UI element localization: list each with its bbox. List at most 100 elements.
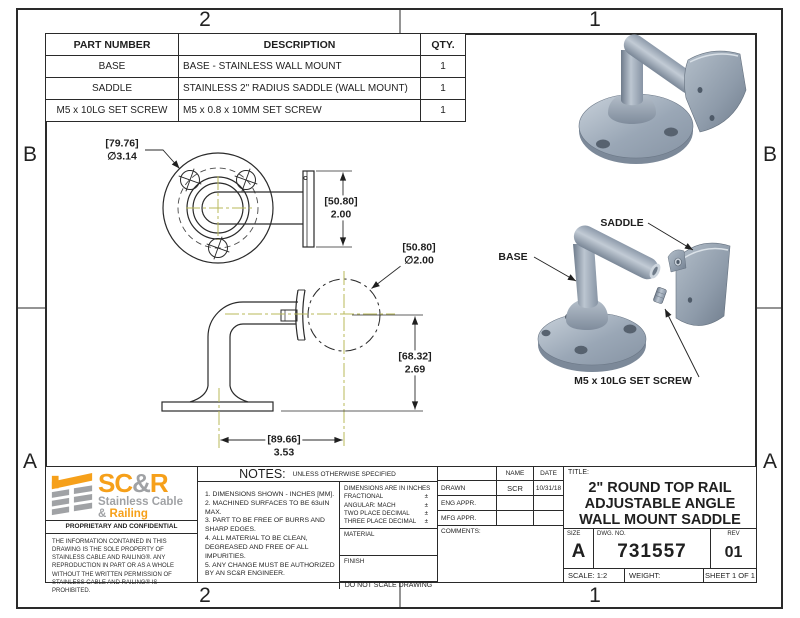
rev-cell: REV 01 bbox=[711, 529, 756, 568]
dim-flange-diameter: [79.76] ∅3.14 bbox=[103, 137, 141, 163]
approval-date bbox=[534, 496, 563, 510]
name-column-header: NAME bbox=[497, 467, 534, 480]
approval-row-mfg: MFG APPR. bbox=[438, 511, 563, 526]
dim-rail-center-offset: [89.66] 3.53 bbox=[265, 433, 303, 459]
approval-row-eng: ENG APPR. bbox=[438, 496, 563, 511]
note-item: 5. ANY CHANGE MUST BE AUTHORIZED BY AN S… bbox=[205, 561, 335, 578]
zone-bottom-right: 1 bbox=[589, 584, 601, 607]
tolerance-row: FRACTIONAL± bbox=[344, 493, 434, 501]
brand-amp: & bbox=[132, 468, 151, 498]
description-cell: M5 x 0.8 x 10MM SET SCREW bbox=[178, 99, 421, 122]
dim-mm-value: [50.80] bbox=[324, 195, 358, 208]
approval-name bbox=[497, 511, 534, 525]
finish-field: FINISH bbox=[340, 555, 437, 581]
table-row: SADDLE STAINLESS 2" RADIUS SADDLE (WALL … bbox=[45, 77, 466, 100]
dim-mm-value: [68.32] bbox=[398, 350, 432, 363]
rev-value: 01 bbox=[724, 544, 743, 561]
dwg-no-value: 731557 bbox=[617, 541, 687, 562]
approval-date: 10/31/18 bbox=[535, 484, 562, 492]
company-logo: SC&R Stainless Cable & Railing bbox=[46, 467, 197, 520]
notes-subtitle: UNLESS OTHERWISE SPECIFIED bbox=[292, 470, 396, 478]
notes-title: NOTES: bbox=[239, 467, 286, 481]
dim-mm-value: [79.76] bbox=[105, 137, 139, 150]
zone-left-top: B bbox=[22, 143, 38, 166]
dim-saddle-plate-height: [50.80] 2.00 bbox=[322, 195, 360, 221]
title-block: TITLE: 2" ROUND TOP RAIL ADJUSTABLE ANGL… bbox=[563, 466, 757, 583]
col-header-part-number: PART NUMBER bbox=[45, 33, 179, 56]
iso-exploded-view bbox=[533, 222, 731, 378]
front-view bbox=[145, 149, 352, 264]
description-cell: STAINLESS 2" RADIUS SADDLE (WALL MOUNT) bbox=[178, 77, 421, 100]
title-line: WALL MOUNT SADDLE bbox=[579, 512, 741, 528]
weight-field: WEIGHT: bbox=[625, 569, 704, 582]
note-item: 3. PART TO BE FREE OF BURRS AND SHARP ED… bbox=[205, 517, 325, 534]
part-number-cell: M5 x 10LG SET SCREW bbox=[45, 99, 179, 122]
dwg-no-cell: DWG. NO. 731557 bbox=[594, 529, 711, 569]
note-item: 4. ALL MATERIAL TO BE CLEAN, DEGREASED A… bbox=[205, 535, 309, 560]
tolerance-row: TWO PLACE DECIMAL± bbox=[344, 510, 434, 518]
brand-name: SC&R bbox=[98, 470, 183, 496]
col-header-qty: QTY. bbox=[420, 33, 466, 56]
brand-subtitle-1: Stainless Cable bbox=[98, 496, 184, 508]
title-line: ADJUSTABLE ANGLE bbox=[584, 496, 736, 512]
title-line: 2" ROUND TOP RAIL bbox=[588, 480, 732, 496]
tolerance-row: THREE PLACE DECIMAL± bbox=[344, 518, 434, 526]
table-row: M5 x 10LG SET SCREW M5 x 0.8 x 10MM SET … bbox=[45, 99, 466, 122]
description-cell: BASE - STAINLESS WALL MOUNT bbox=[178, 55, 421, 78]
dwg-no-label: DWG. NO. bbox=[597, 531, 626, 537]
do-not-scale-note: DO NOT SCALE DRAWING bbox=[340, 581, 437, 589]
tolerance-label: ANGULAR: MACH bbox=[344, 501, 396, 509]
subtitle-amp: & bbox=[98, 508, 107, 521]
tolerance-row: ANGULAR: MACH ± bbox=[344, 502, 434, 510]
parts-table-header-row: PART NUMBER DESCRIPTION QTY. bbox=[45, 33, 466, 56]
comments-field: COMMENTS: bbox=[441, 528, 481, 535]
part-number-cell: SADDLE bbox=[45, 77, 179, 100]
zone-bottom-left: 2 bbox=[199, 584, 211, 607]
railing-logo-icon bbox=[51, 473, 93, 516]
company-block: SC&R Stainless Cable & Railing PROPRIETA… bbox=[45, 466, 198, 594]
date-column-header: DATE bbox=[540, 470, 557, 477]
callout-set-screw: M5 x 10LG SET SCREW bbox=[573, 375, 693, 387]
part-number-cell: BASE bbox=[45, 55, 179, 78]
side-view bbox=[161, 261, 423, 449]
title-area: TITLE: 2" ROUND TOP RAIL ADJUSTABLE ANGL… bbox=[564, 467, 756, 528]
scale-field: SCALE: 1:2 bbox=[564, 569, 625, 582]
dim-rail-center-height: [68.32] 2.69 bbox=[396, 350, 434, 376]
approvals-block: NAME DATE DRAWN SCR 10/31/18 ENG APPR. M… bbox=[437, 466, 564, 583]
tolerance-heading: DIMENSIONS ARE IN INCHES bbox=[344, 485, 431, 492]
legal-notice: THE INFORMATION CONTAINED IN THIS DRAWIN… bbox=[52, 539, 175, 594]
brand-r: R bbox=[149, 468, 169, 498]
table-row: BASE BASE - STAINLESS WALL MOUNT 1 bbox=[45, 55, 466, 78]
material-field: MATERIAL bbox=[340, 528, 437, 555]
zone-right-bottom: A bbox=[762, 450, 778, 473]
approval-name: SCR bbox=[497, 481, 534, 495]
size-value: A bbox=[571, 541, 586, 562]
qty-cell: 1 bbox=[420, 77, 466, 100]
proprietary-banner: PROPRIETARY AND CONFIDENTIAL bbox=[46, 520, 197, 535]
approval-name bbox=[497, 496, 534, 510]
parts-table: PART NUMBER DESCRIPTION QTY. BASE BASE -… bbox=[45, 33, 466, 122]
dim-rail-diameter: [50.80] ∅2.00 bbox=[400, 241, 438, 267]
title-label: TITLE: bbox=[568, 469, 590, 476]
tolerance-symbol: ± bbox=[424, 501, 428, 509]
dim-inch-value: 2.69 bbox=[404, 363, 426, 375]
callout-saddle: SADDLE bbox=[599, 217, 645, 229]
logo-text: SC&R Stainless Cable & Railing bbox=[98, 470, 183, 520]
tolerance-symbol: ± bbox=[424, 518, 428, 526]
note-item: 1. DIMENSIONS SHOWN - INCHES [MM]. bbox=[205, 491, 335, 498]
approval-row-drawn: DRAWN SCR 10/31/18 bbox=[438, 481, 563, 496]
zone-top-right: 1 bbox=[589, 8, 601, 31]
dim-inch-value: 3.53 bbox=[273, 446, 295, 458]
zone-top-left: 2 bbox=[199, 8, 211, 31]
approval-date bbox=[534, 511, 563, 525]
approval-label: MFG APPR. bbox=[438, 511, 497, 525]
qty-cell: 1 bbox=[420, 99, 466, 122]
rev-label: REV bbox=[727, 531, 740, 537]
col-header-description: DESCRIPTION bbox=[178, 33, 421, 56]
tolerance-symbol: ± bbox=[424, 510, 428, 518]
notes-block: NOTES: UNLESS OTHERWISE SPECIFIED 1. DIM… bbox=[197, 466, 438, 589]
zone-right-top: B bbox=[762, 143, 778, 166]
size-label: SIZE bbox=[567, 531, 581, 537]
dim-mm-value: [89.66] bbox=[267, 433, 301, 446]
